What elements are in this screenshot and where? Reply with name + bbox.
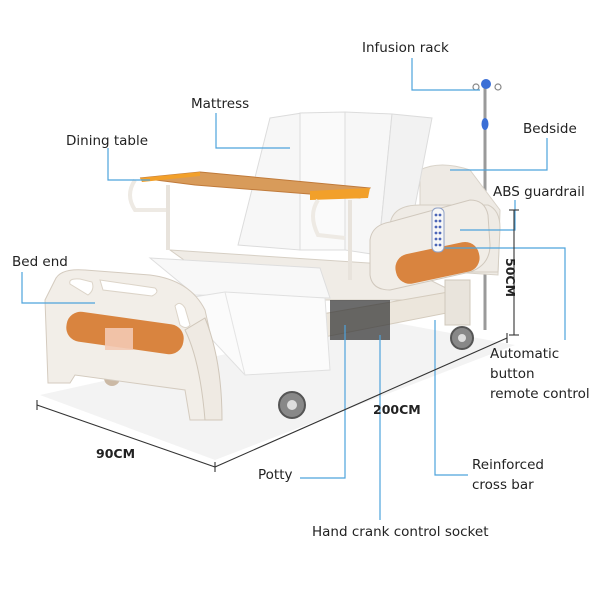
label-dining-table: Dining table [66,133,149,149]
dimension-length: 200CM [373,402,421,417]
bed-end-icon [44,269,223,421]
label-bedside: Bedside [523,121,577,137]
label-automatic-line3: remote control [490,386,590,402]
label-infusion-rack: Infusion rack [362,40,449,56]
dimension-height: 50CM [503,258,518,298]
backrest-icon [237,111,433,259]
leader-lines [21,58,566,520]
mattress-icon [148,257,331,376]
bedside-rail-icon [369,199,491,291]
label-potty: Potty [258,467,293,483]
label-reinforced-line1: Reinforced [472,457,544,473]
dimension-width: 90CM [96,446,136,461]
label-automatic-line1: Automatic [490,346,560,362]
dimension-lines [36,209,519,472]
label-mattress: Mattress [191,96,250,112]
label-automatic-line2: button [490,366,535,382]
floor-shadow [40,320,515,460]
label-reinforced-line2: cross bar [472,477,534,493]
dining-table-icon [128,171,372,280]
label-bed-end: Bed end [12,254,68,270]
label-abs-guardrail: ABS guardrail [493,184,585,200]
label-hand-crank: Hand crank control socket [312,524,489,540]
